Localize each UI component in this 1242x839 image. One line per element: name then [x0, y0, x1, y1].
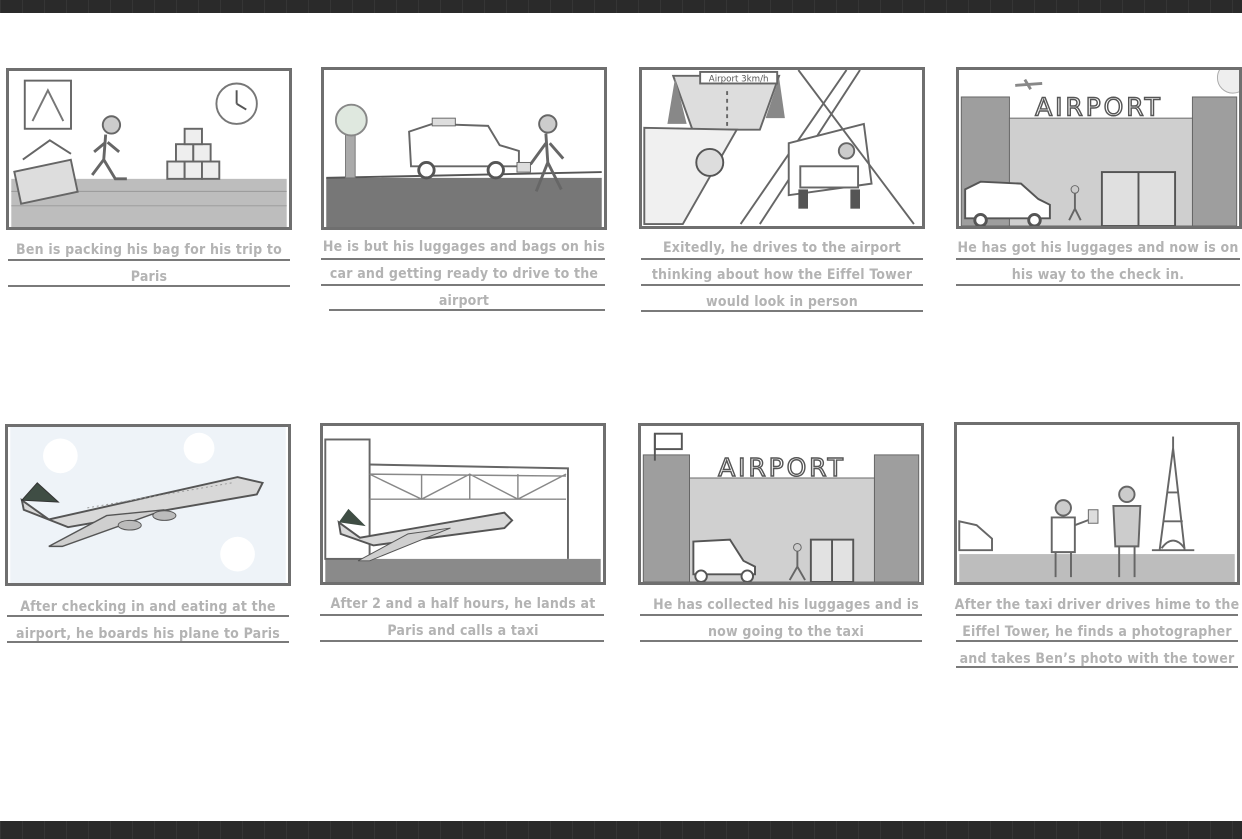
- storyboard-caption-1: Ben is packing his bag for his trip to P…: [16, 242, 282, 285]
- caption-rule: [321, 284, 605, 286]
- airport-sign-text: AIRPORT: [1035, 92, 1163, 121]
- caption-rule: [641, 284, 923, 286]
- storyboard-caption-5: After checking in and eating at the airp…: [16, 599, 280, 642]
- plane-departure-illustration: [10, 427, 286, 583]
- caption-rule: [321, 258, 605, 260]
- top-bar: [0, 0, 1242, 13]
- storyboard-frame-4: AIRPORT: [956, 67, 1242, 229]
- caption-rule: [640, 640, 922, 642]
- storyboard-frame-1: [6, 68, 292, 230]
- caption-rule: [641, 310, 923, 312]
- caption-rule: [956, 640, 1238, 642]
- caption-rule: [8, 259, 290, 261]
- road-sign-text: Airport 3km/h: [709, 75, 769, 85]
- storyboard-caption-7: He has collected his luggages and is now…: [653, 597, 919, 640]
- storyboard-frame-7: AIRPORT: [638, 423, 924, 585]
- caption-rule: [320, 640, 604, 642]
- caption-rule: [7, 615, 289, 617]
- storyboard-frame-5: [5, 424, 291, 586]
- storyboard-frame-8: [954, 422, 1240, 585]
- caption-rule: [320, 614, 604, 616]
- plane-landing-illustration: [324, 438, 601, 582]
- storyboard-frame-3: Airport 3km/h: [639, 67, 925, 229]
- airport-sign-text: AIRPORT: [718, 453, 846, 482]
- caption-rule: [640, 614, 922, 616]
- caption-rule: [956, 284, 1240, 286]
- driving-illustration: Airport 3km/h: [643, 70, 915, 226]
- caption-rule: [956, 666, 1238, 668]
- storyboard-caption-2: He is but his luggages and bags on his c…: [322, 239, 606, 309]
- storyboard-caption-4: He has got his luggages and now is on hi…: [957, 240, 1239, 283]
- packing-illustration: [11, 79, 287, 227]
- storyboard-frame-6: [320, 423, 606, 585]
- caption-rule: [641, 258, 923, 260]
- storyboard-caption-8: After the taxi driver drives hime to the…: [954, 597, 1240, 667]
- bottom-bar: [0, 821, 1242, 839]
- eiffel-tower-photo-illustration: [958, 436, 1235, 582]
- caption-rule: [8, 285, 290, 287]
- storyboard-caption-6: After 2 and a half hours, he lands at Pa…: [330, 596, 596, 639]
- car-loading-illustration: [326, 103, 602, 227]
- storyboard-frame-2: [321, 67, 607, 230]
- storyboard-caption-3: Exitedly, he drives to the airport think…: [651, 240, 913, 310]
- caption-rule: [956, 614, 1238, 616]
- caption-rule: [7, 641, 289, 643]
- baggage-claim-illustration: AIRPORT: [642, 432, 920, 582]
- airport-arrival-illustration: AIRPORT: [960, 70, 1239, 226]
- caption-rule: [329, 309, 605, 311]
- caption-rule: [956, 258, 1240, 260]
